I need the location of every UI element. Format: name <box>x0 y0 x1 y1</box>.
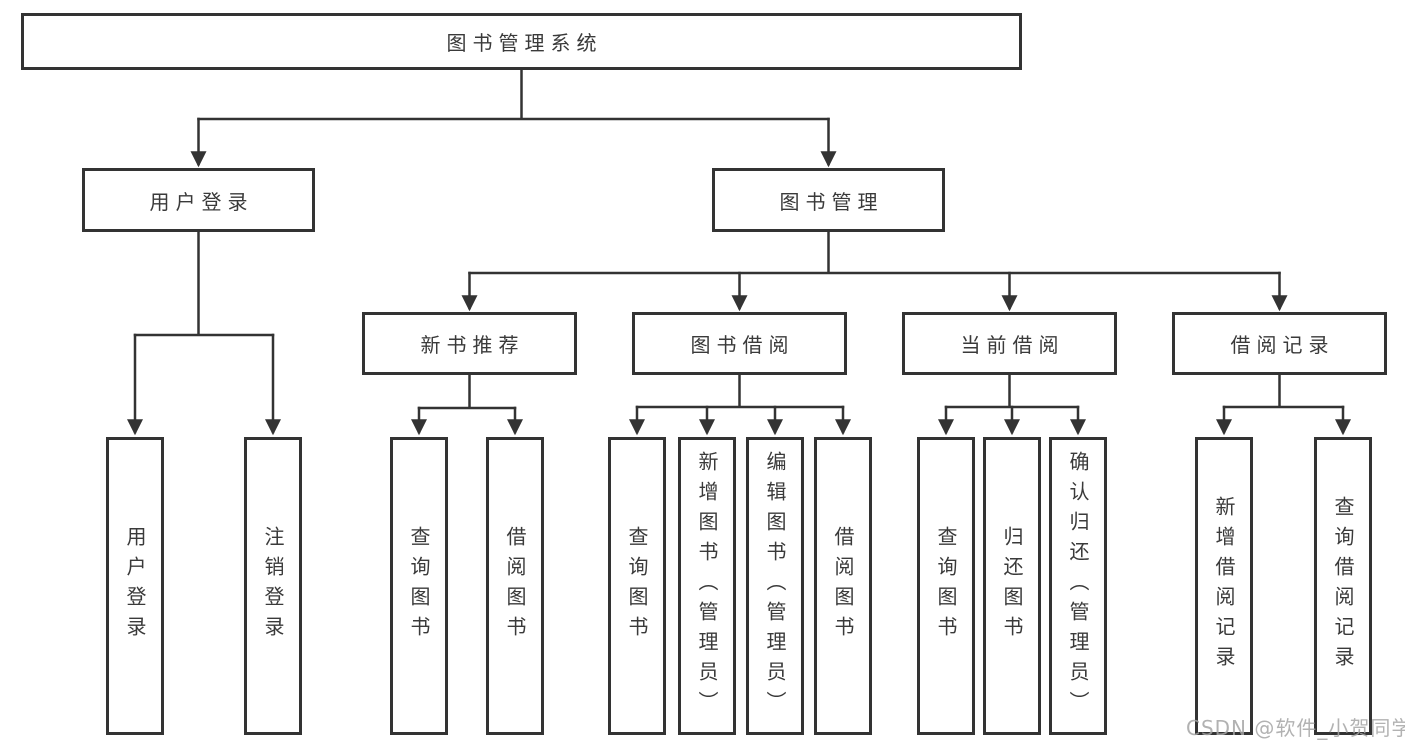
leaf-logout-label: 注销登录 <box>261 526 285 646</box>
node-borrowing-records: 借阅记录 <box>1172 312 1387 375</box>
leaf-current-query-book: 查询图书 <box>917 437 975 735</box>
leaf-records-add-record-label: 新增借阅记录 <box>1212 496 1236 676</box>
leaf-borrowing-query-book-label: 查询图书 <box>625 526 649 646</box>
node-book-management: 图书管理 <box>712 168 945 232</box>
leaf-recommend-borrow-book: 借阅图书 <box>486 437 544 735</box>
leaf-user-login-label: 用户登录 <box>123 526 147 646</box>
leaf-current-return-book-label: 归还图书 <box>1000 526 1024 646</box>
leaf-recommend-query-book-label: 查询图书 <box>407 526 431 646</box>
leaf-borrowing-query-book: 查询图书 <box>608 437 666 735</box>
leaf-logout: 注销登录 <box>244 437 302 735</box>
leaf-records-add-record: 新增借阅记录 <box>1195 437 1253 735</box>
leaf-current-return-book: 归还图书 <box>983 437 1041 735</box>
leaf-recommend-borrow-book-label: 借阅图书 <box>503 526 527 646</box>
leaf-recommend-query-book: 查询图书 <box>390 437 448 735</box>
node-book-borrowing: 图书借阅 <box>632 312 847 375</box>
node-library-management-system: 图书管理系统 <box>21 13 1022 70</box>
leaf-borrowing-borrow-book-label: 借阅图书 <box>831 526 855 646</box>
leaf-user-login: 用户登录 <box>106 437 164 735</box>
leaf-borrowing-edit-book-admin-label: 编辑图书（管理员） <box>763 451 787 721</box>
leaf-borrowing-borrow-book: 借阅图书 <box>814 437 872 735</box>
leaf-current-confirm-return-admin: 确认归还（管理员） <box>1049 437 1107 735</box>
leaf-borrowing-edit-book-admin: 编辑图书（管理员） <box>746 437 804 735</box>
node-current-borrowing: 当前借阅 <box>902 312 1117 375</box>
leaf-current-confirm-return-admin-label: 确认归还（管理员） <box>1066 451 1090 721</box>
watermark: CSDN @软件_小贺同学 <box>1186 716 1405 740</box>
leaf-current-query-book-label: 查询图书 <box>934 526 958 646</box>
leaf-records-query-record-label: 查询借阅记录 <box>1331 496 1355 676</box>
node-user-login: 用户登录 <box>82 168 315 232</box>
leaf-borrowing-add-book-admin-label: 新增图书（管理员） <box>695 451 719 721</box>
node-new-book-recommend: 新书推荐 <box>362 312 577 375</box>
leaf-records-query-record: 查询借阅记录 <box>1314 437 1372 735</box>
leaf-borrowing-add-book-admin: 新增图书（管理员） <box>678 437 736 735</box>
